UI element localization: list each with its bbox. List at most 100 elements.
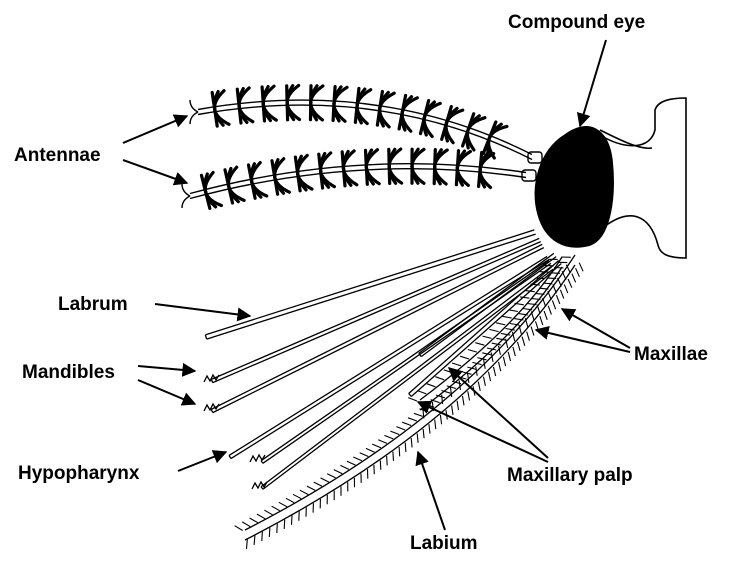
antenna-lower-whorl-hair: [344, 169, 346, 186]
labium-hair: [463, 396, 465, 405]
antenna-lower-tip: [182, 184, 190, 208]
antenna-lower-whorl-hair: [319, 154, 321, 171]
arrow-mandibles-lower: [138, 380, 195, 404]
label-mandibles: Mandibles: [22, 362, 115, 383]
antenna-upper-whorl-hair: [357, 89, 359, 106]
labium-hair: [321, 478, 329, 482]
labium-hair: [402, 422, 411, 425]
labium-hair: [423, 429, 424, 438]
antenna-lower-whorl-hair: [321, 171, 323, 188]
labium-hair: [435, 420, 436, 429]
labium-hair: [579, 263, 583, 272]
labium-hair: [247, 540, 248, 549]
antenna-upper-whorl-hair: [287, 103, 288, 120]
labium-hair: [384, 435, 393, 439]
antenna-upper-whorl-hair: [263, 104, 264, 121]
maxillary-palp-hair: [475, 343, 484, 346]
labium-hair: [552, 300, 555, 309]
labium-hair: [429, 424, 430, 433]
maxillary-palp-hair: [418, 391, 427, 394]
labium-hair: [540, 316, 543, 325]
labium-hair: [548, 306, 551, 315]
labium-hair: [531, 327, 534, 336]
antenna-upper-whorl-hair: [425, 101, 429, 118]
labium-hair: [272, 506, 280, 511]
labium-hair: [572, 274, 576, 283]
antenna-upper-whorl-hair: [237, 89, 239, 106]
label-hypopharynx: Hypopharynx: [18, 463, 140, 484]
antenna-upper-tip: [190, 100, 198, 124]
label-labrum: Labrum: [58, 294, 128, 315]
maxillary-palp-hair: [489, 329, 498, 331]
labium-hair: [340, 465, 349, 469]
maxillary-palp-hair: [553, 285, 557, 294]
labium-hair: [235, 526, 243, 531]
arrow-labium: [418, 452, 445, 530]
maxillary-palp-hair: [459, 381, 460, 390]
labium-hair: [484, 377, 486, 386]
labium-hair: [411, 438, 412, 447]
arrow-hypopharynx: [178, 452, 226, 471]
labium-hair: [527, 332, 530, 341]
arrow-antennae-upper: [123, 116, 187, 143]
maxillary-palp-hair: [496, 323, 505, 325]
compound-eye-shape: [535, 127, 613, 247]
antenna-upper-whorl-hair: [355, 105, 357, 122]
labium-hair: [334, 470, 343, 474]
labium-hair: [293, 494, 301, 498]
maxilla-stylet-upper: [261, 261, 551, 464]
maxillary-palp-hair: [543, 298, 546, 307]
antenna-lower-whorl-hair: [295, 157, 297, 174]
labium-hair: [452, 406, 453, 415]
antenna-lower-whorl-hair: [457, 151, 458, 168]
arrow-antennae-lower: [123, 160, 187, 183]
labium-hair: [513, 347, 515, 356]
maxillary-palp-hair: [460, 356, 469, 359]
labium-hair: [390, 431, 399, 434]
mandible-stylet-lower: [211, 244, 544, 412]
maxillary-palp-hair: [427, 384, 436, 387]
labium-hair: [380, 460, 381, 469]
labium-hair: [494, 367, 496, 376]
labium-hair: [440, 415, 441, 424]
labium-hair: [264, 510, 272, 515]
maxillary-palp-hair: [503, 316, 512, 318]
labium-hair: [417, 433, 418, 442]
labium-hair: [564, 284, 568, 293]
maxillary-palp-hair: [468, 350, 477, 353]
antenna-lower-whorl-hair: [480, 153, 482, 170]
maxilla-stylet-lower: [261, 267, 553, 490]
antenna-lower-whorl-hair: [366, 167, 367, 184]
labium-hair: [279, 502, 287, 507]
labium-hair: [284, 520, 285, 529]
labium-hair: [522, 337, 525, 346]
labium-hair: [314, 482, 322, 486]
antenna-lower-whorl-hair: [479, 170, 481, 187]
labium-hair: [292, 516, 293, 525]
antenna-upper-whorl-hair: [262, 87, 263, 104]
arrow-labrum: [155, 304, 250, 316]
antenna-lower-shaft: [190, 164, 526, 194]
labium-hair: [499, 362, 501, 371]
label-maxillae: Maxillae: [634, 344, 708, 365]
label-compound-eye: Compound eye: [508, 12, 645, 33]
labium-hair: [269, 528, 270, 537]
antennae-group: [182, 86, 532, 209]
maxilla-tip-upper: [250, 455, 265, 462]
labium-hair: [556, 295, 559, 304]
maxillary-palp-hair: [537, 305, 540, 314]
label-antennae: Antennae: [14, 145, 101, 166]
labium-hair: [457, 401, 458, 410]
arrow-compound-eye: [580, 40, 606, 126]
maxillary-palp-hair: [535, 278, 544, 279]
arrow-maxillae-upper: [562, 309, 630, 348]
labium-hair: [544, 311, 547, 320]
maxillary-palp-hair: [525, 291, 534, 292]
labium-hair: [568, 279, 572, 288]
antenna-lower-whorl-hair: [456, 168, 457, 185]
maxillary-palp-hair: [435, 377, 444, 380]
labium-hair: [277, 524, 278, 533]
antenna-lower-whorl-hair: [435, 150, 436, 167]
labium-hair: [503, 357, 505, 366]
